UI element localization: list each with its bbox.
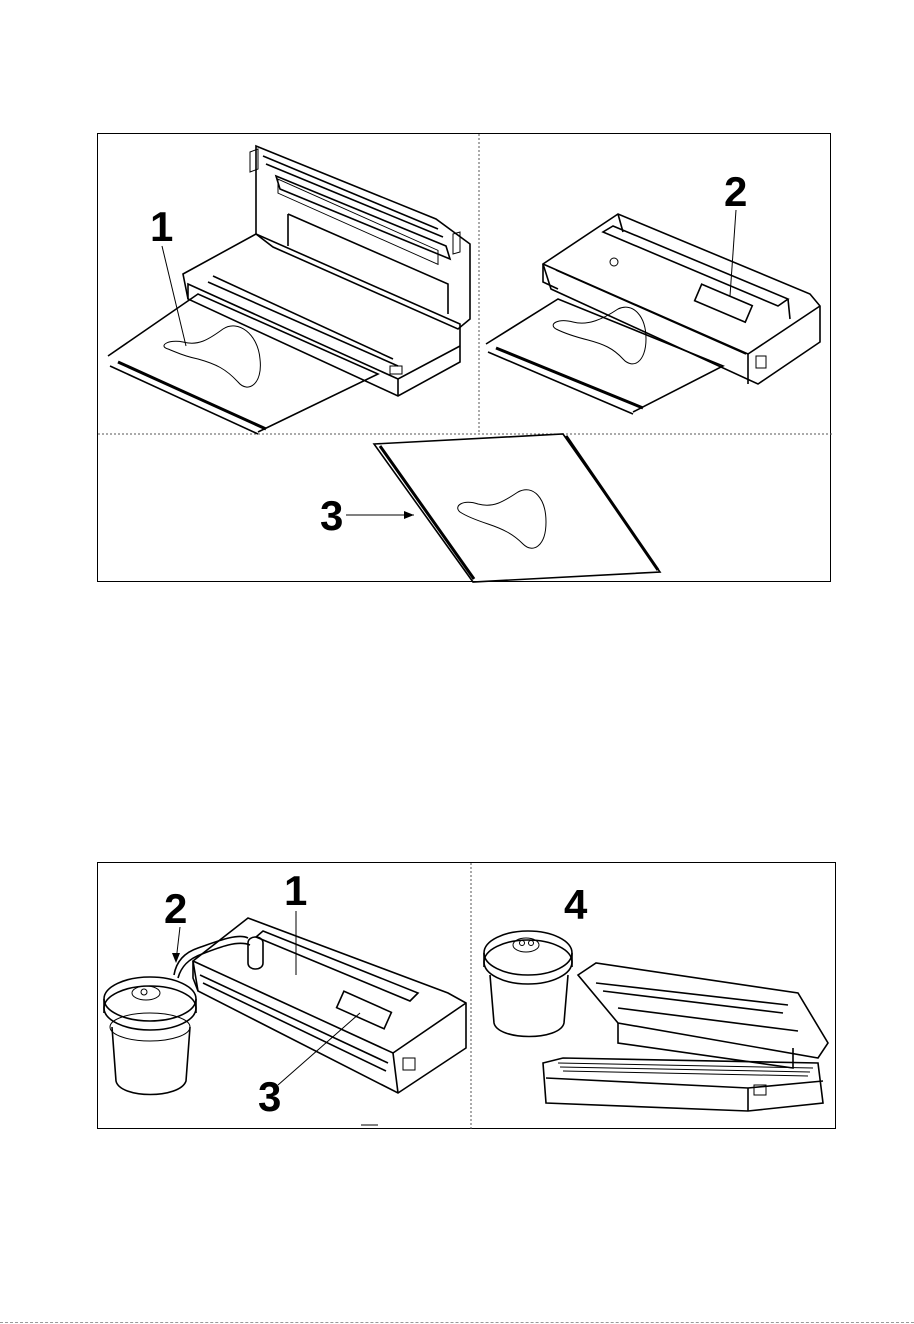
- part3-label: 3: [258, 1073, 281, 1120]
- step2-label: 2: [724, 168, 747, 215]
- sealed-bag-illustration: [346, 434, 660, 582]
- part1-label: 1: [284, 867, 307, 914]
- sealer-with-canister-illustration: [104, 911, 466, 1095]
- step2-leader: [730, 210, 736, 296]
- bag-sealing-drawing: 1 2: [98, 134, 832, 583]
- step1-label: 1: [150, 203, 173, 250]
- open-sealer-illustration: [108, 146, 470, 434]
- bag-sealing-figure: 1 2: [97, 133, 831, 582]
- part3-leader: [278, 1013, 360, 1085]
- part4-label: 4: [564, 881, 588, 928]
- closed-sealer-illustration: [486, 210, 820, 414]
- step3-label: 3: [320, 492, 343, 539]
- canister-and-open-sealer-illustration: [484, 931, 828, 1111]
- part2-label: 2: [164, 885, 187, 932]
- step1-leader: [162, 246, 186, 346]
- canister-vacuum-drawing: 2 1 3: [98, 863, 837, 1130]
- canister-vacuum-figure: 2 1 3: [97, 862, 836, 1129]
